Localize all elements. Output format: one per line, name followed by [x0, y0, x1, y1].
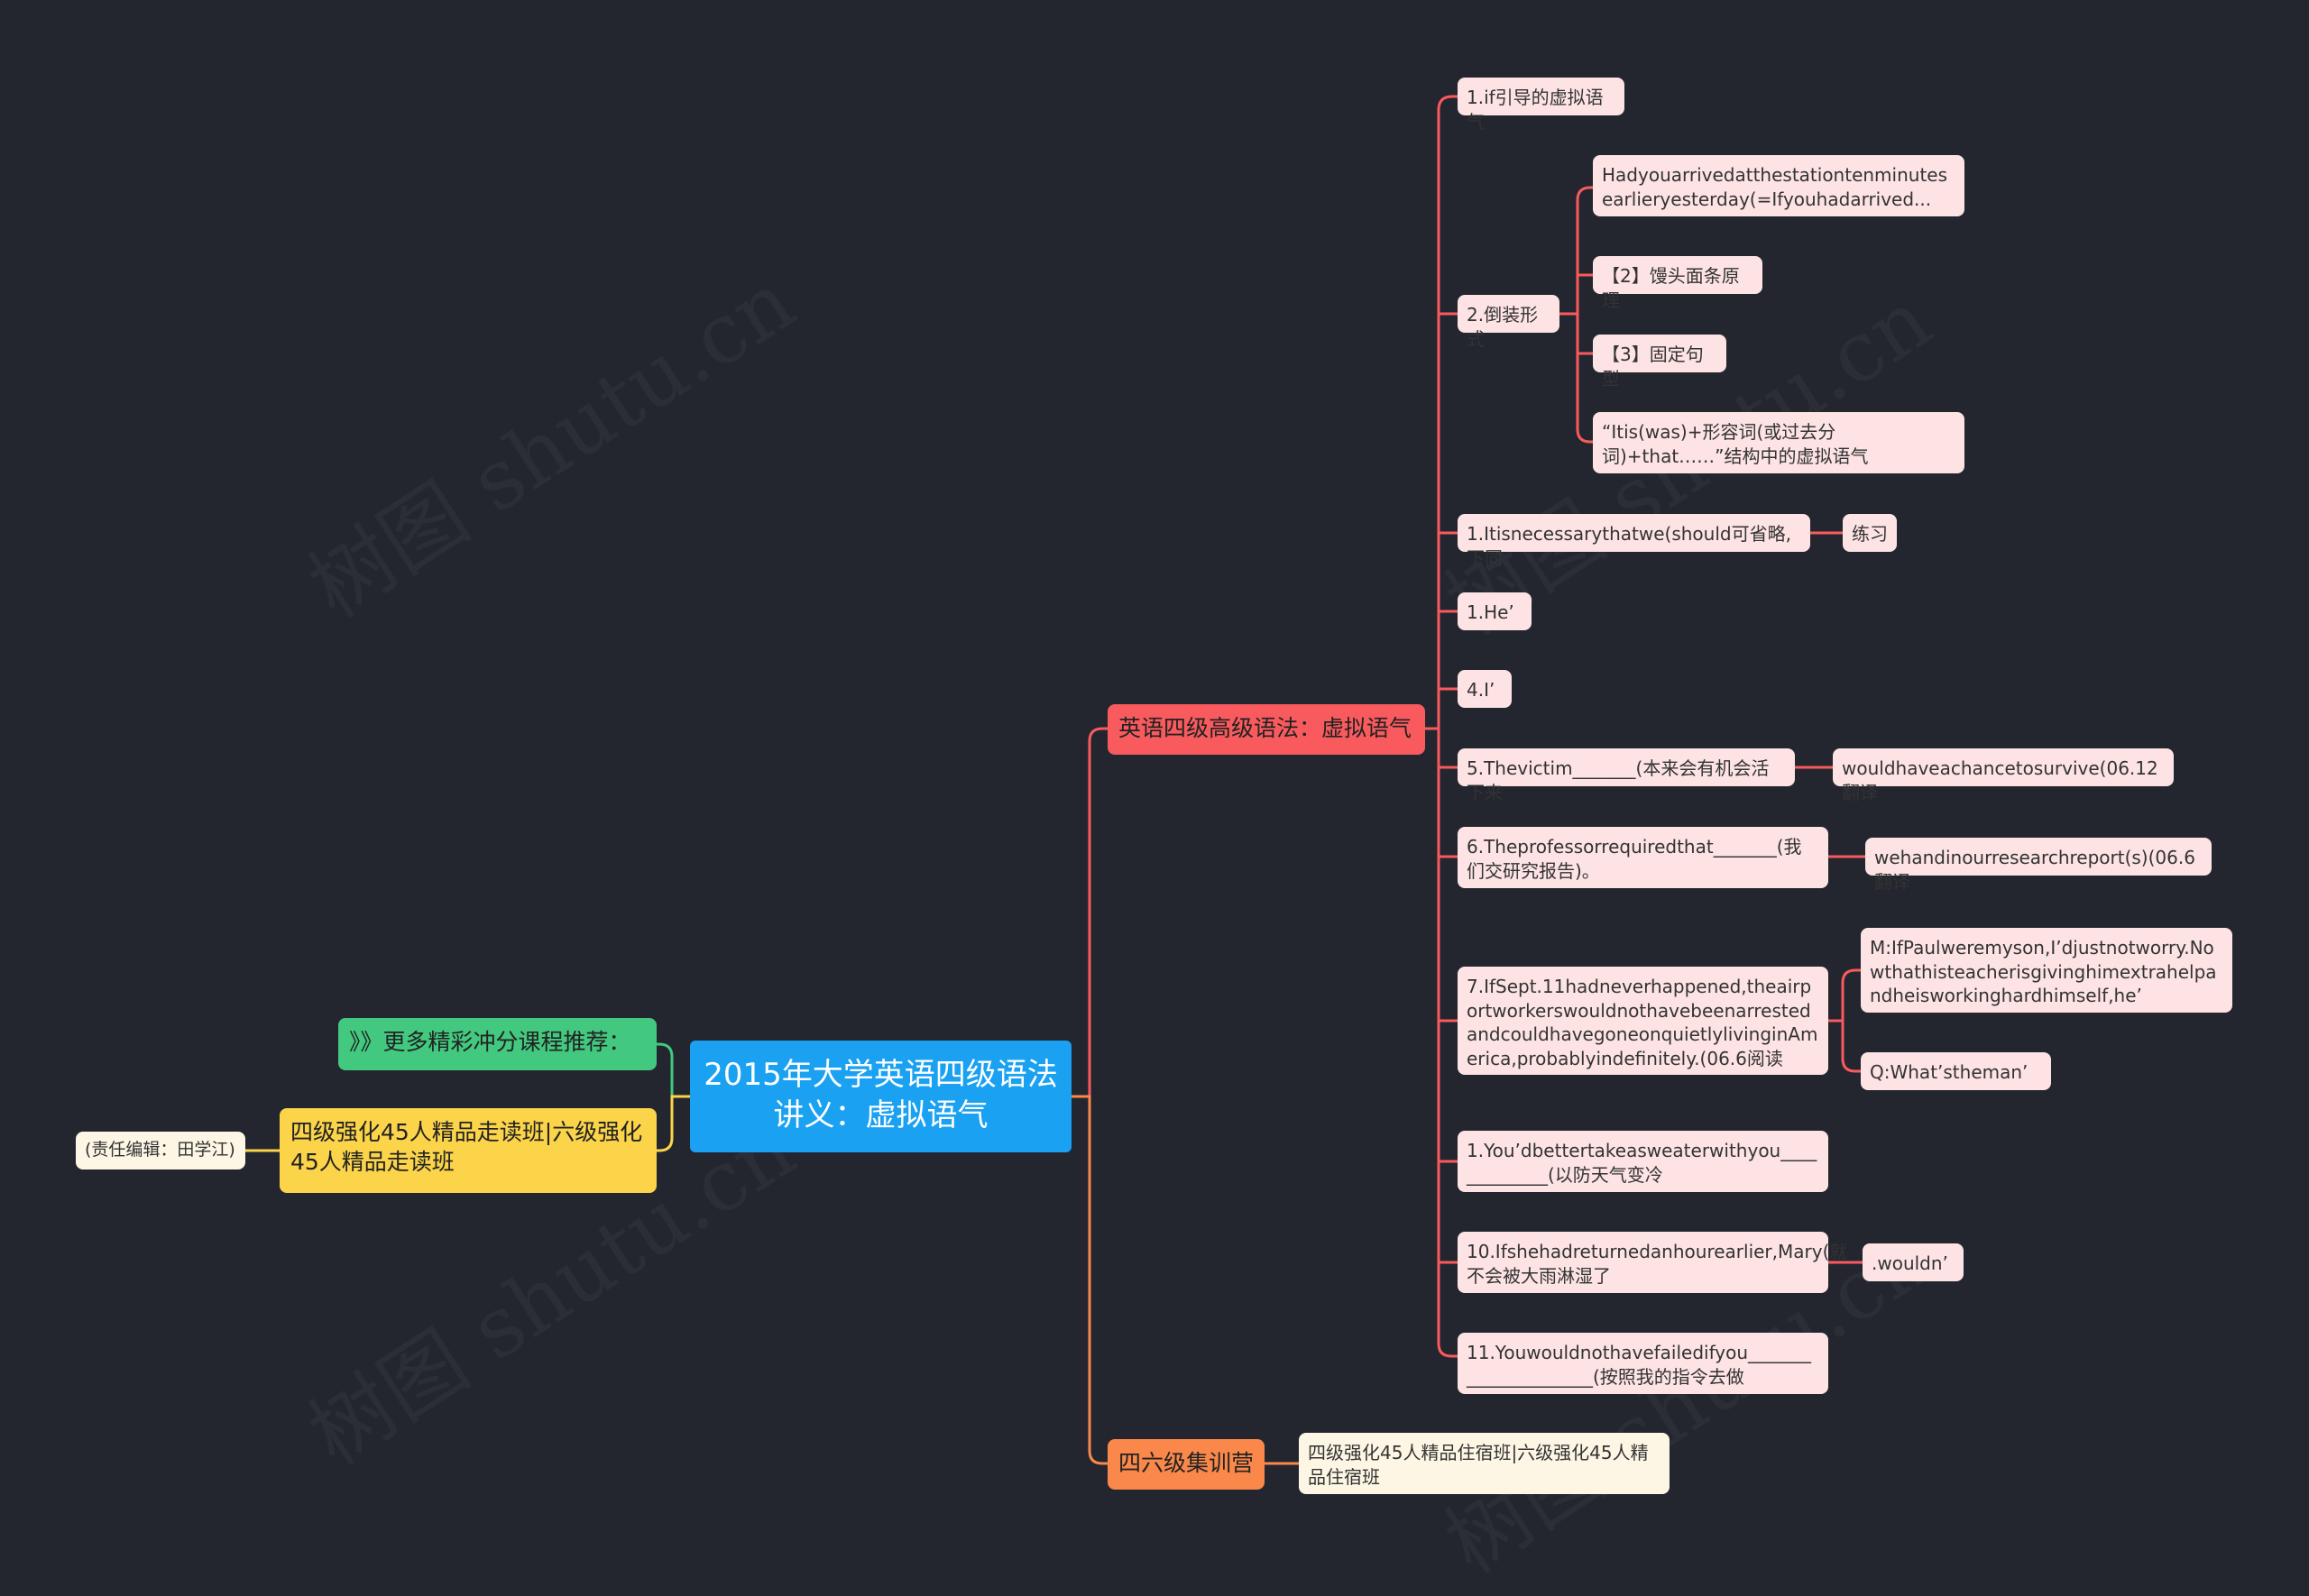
item-necessary[interactable]: 1.Itisnecessarythatwe(should可省略,下同 [1458, 514, 1810, 569]
item-returned[interactable]: 10.Ifshehadreturnedanhourearlier,Mary(就不… [1458, 1232, 1847, 1293]
item-sept11[interactable]: 7.IfSept.11hadneverhappened,theairportwo… [1458, 967, 1828, 1075]
inversion-fixed-pattern[interactable]: 【3】固定句型 [1593, 335, 1726, 390]
sept11-question[interactable]: Q:What’stheman’ [1861, 1052, 2051, 1090]
inversion-principle[interactable]: 【2】馒头面条原理 [1593, 256, 1762, 311]
item-victim[interactable]: 5.Thevictim_______(本来会有机会活下来 [1458, 748, 1795, 803]
returned-answer[interactable]: .wouldn’ [1863, 1243, 1964, 1281]
edge-item-if [1437, 95, 1458, 111]
edge-inversion-trunk [1559, 186, 1593, 444]
inversion-example[interactable]: Hadyouarrivedatthestationtenminutesearli… [1593, 155, 1964, 216]
edge-root-course [657, 1095, 690, 1152]
camp-course-node[interactable]: 四级强化45人精品住宿班|六级强化45人精品住宿班 [1299, 1433, 1670, 1494]
item-i[interactable]: 4.I’ [1458, 670, 1512, 708]
editor-node[interactable]: (责任编辑：田学江) [76, 1132, 245, 1169]
item-inversion[interactable]: 2.倒装形式 [1458, 295, 1559, 350]
sept11-dialogue[interactable]: M:IfPaulweremyson,I’djustnotworry.Nowtha… [1861, 928, 2232, 1013]
item-if[interactable]: 1.if引导的虚拟语气 [1458, 78, 1624, 133]
root-topic[interactable]: 2015年大学英语四级语法讲义：虚拟语气 [690, 1041, 1072, 1152]
branch-camp[interactable]: 四六级集训营 [1108, 1439, 1265, 1490]
edge-root-branch2 [1072, 1095, 1108, 1465]
item-follow-instructions[interactable]: 11.Youwouldnothavefailedifyou___________… [1458, 1333, 1828, 1394]
item-sweater[interactable]: 1.You’dbettertakeasweaterwithyou________… [1458, 1131, 1828, 1192]
edge-root-branch1 [1072, 727, 1108, 1098]
professor-answer[interactable]: wehandinourresearchreport(s)(06.6翻译 [1865, 838, 2212, 893]
victim-answer[interactable]: wouldhaveachancetosurvive(06.12翻译 [1833, 748, 2174, 803]
edge-sept11-trunk [1828, 968, 1861, 1073]
recommend-node[interactable]: 》》更多精彩冲分课程推荐： [338, 1018, 657, 1070]
edge-root-recommend [657, 1042, 690, 1098]
edge-branch1-trunk [1425, 108, 1458, 1358]
branch-grammar[interactable]: 英语四级高级语法：虚拟语气 [1108, 704, 1425, 755]
item-he[interactable]: 1.He’ [1458, 592, 1532, 630]
inversion-it-is-structure[interactable]: “Itis(was)+形容词(或过去分词)+that……”结构中的虚拟语气 [1593, 412, 1964, 473]
practice-node[interactable]: 练习 [1843, 514, 1897, 552]
item-professor[interactable]: 6.Theprofessorrequiredthat_______(我们交研究报… [1458, 827, 1828, 888]
course-node[interactable]: 四级强化45人精品走读班|六级强化45人精品走读班 [280, 1108, 657, 1193]
